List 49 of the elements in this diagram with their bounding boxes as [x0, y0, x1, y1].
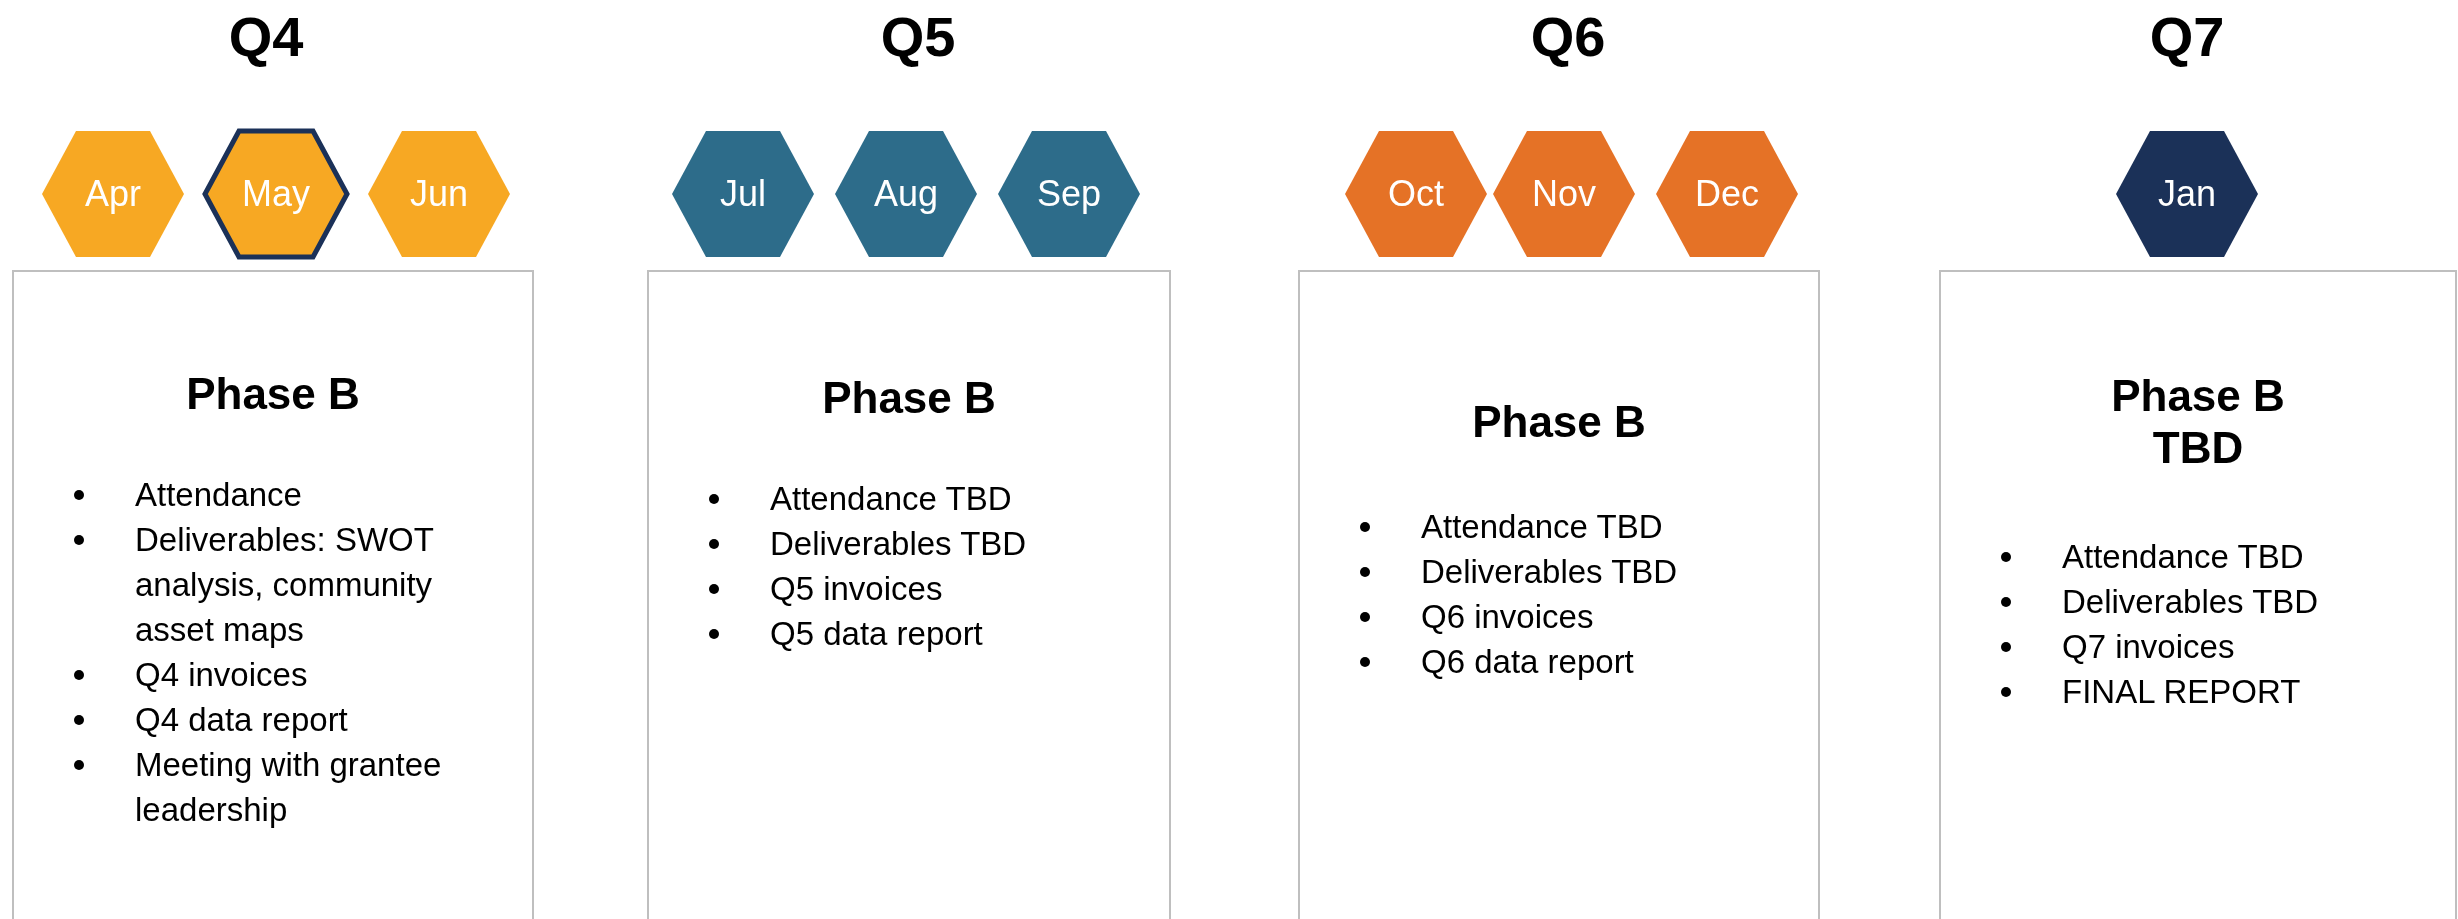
bullet-text: Q6 invoices — [1421, 598, 1594, 635]
bullet-text: Meeting with grantee leadership — [135, 746, 442, 828]
month-label: Aug — [872, 173, 940, 215]
month-label: Dec — [1694, 173, 1760, 215]
card-heading: Phase B TBD — [2110, 370, 2286, 474]
bullet-text: Attendance TBD — [1421, 508, 1663, 545]
bullet-text: Q5 data report — [770, 615, 983, 652]
month-label: Jan — [2156, 173, 2217, 215]
bullet-text: Q7 invoices — [2062, 628, 2235, 665]
bullet-text: Q4 data report — [135, 701, 348, 738]
bullet-text: Deliverables TBD — [1421, 553, 1678, 590]
phase-card — [12, 270, 534, 919]
month-hexagon — [995, 128, 1143, 260]
month-hexagon — [365, 128, 513, 260]
quarter-heading: Q6 — [1530, 4, 1606, 69]
bullet-text: Deliverables TBD — [770, 525, 1027, 562]
bullet-text: Q4 invoices — [135, 656, 308, 693]
month-hexagon — [1490, 128, 1638, 260]
card-heading: Phase B — [1471, 396, 1647, 448]
bullet-text: Attendance — [135, 476, 302, 513]
card-heading: Phase B — [821, 372, 997, 424]
bullet-text: Deliverables: SWOT analysis, community asset maps — [135, 521, 434, 648]
month-hexagon — [2113, 128, 2261, 260]
phase-card — [1939, 270, 2457, 919]
month-label: May — [241, 173, 311, 215]
month-hexagon — [39, 128, 187, 260]
month-hexagon — [202, 128, 350, 260]
bullet-text: Q5 invoices — [770, 570, 943, 607]
month-label: Apr — [84, 173, 142, 215]
month-label: Oct — [1387, 173, 1445, 215]
month-hexagon — [669, 128, 817, 260]
month-label: Sep — [1035, 173, 1103, 215]
month-label: Jul — [719, 173, 767, 215]
bullet-text: FINAL REPORT — [2062, 673, 2301, 710]
month-hexagon — [1342, 128, 1490, 260]
quarter-heading: Q5 — [880, 4, 956, 69]
month-label: Jun — [408, 173, 469, 215]
card-heading: Phase B — [185, 368, 361, 420]
bullet-text: Attendance TBD — [2062, 538, 2304, 575]
bullet-text: Deliverables TBD — [2062, 583, 2319, 620]
bullet-text: Q6 data report — [1421, 643, 1634, 680]
phase-card — [1298, 270, 1820, 919]
quarter-heading: Q7 — [2149, 4, 2225, 69]
phase-card — [647, 270, 1171, 919]
bullet-text: Attendance TBD — [770, 480, 1012, 517]
month-label: Nov — [1531, 173, 1597, 215]
quarter-heading: Q4 — [228, 4, 304, 69]
month-hexagon — [832, 128, 980, 260]
month-hexagon — [1653, 128, 1801, 260]
